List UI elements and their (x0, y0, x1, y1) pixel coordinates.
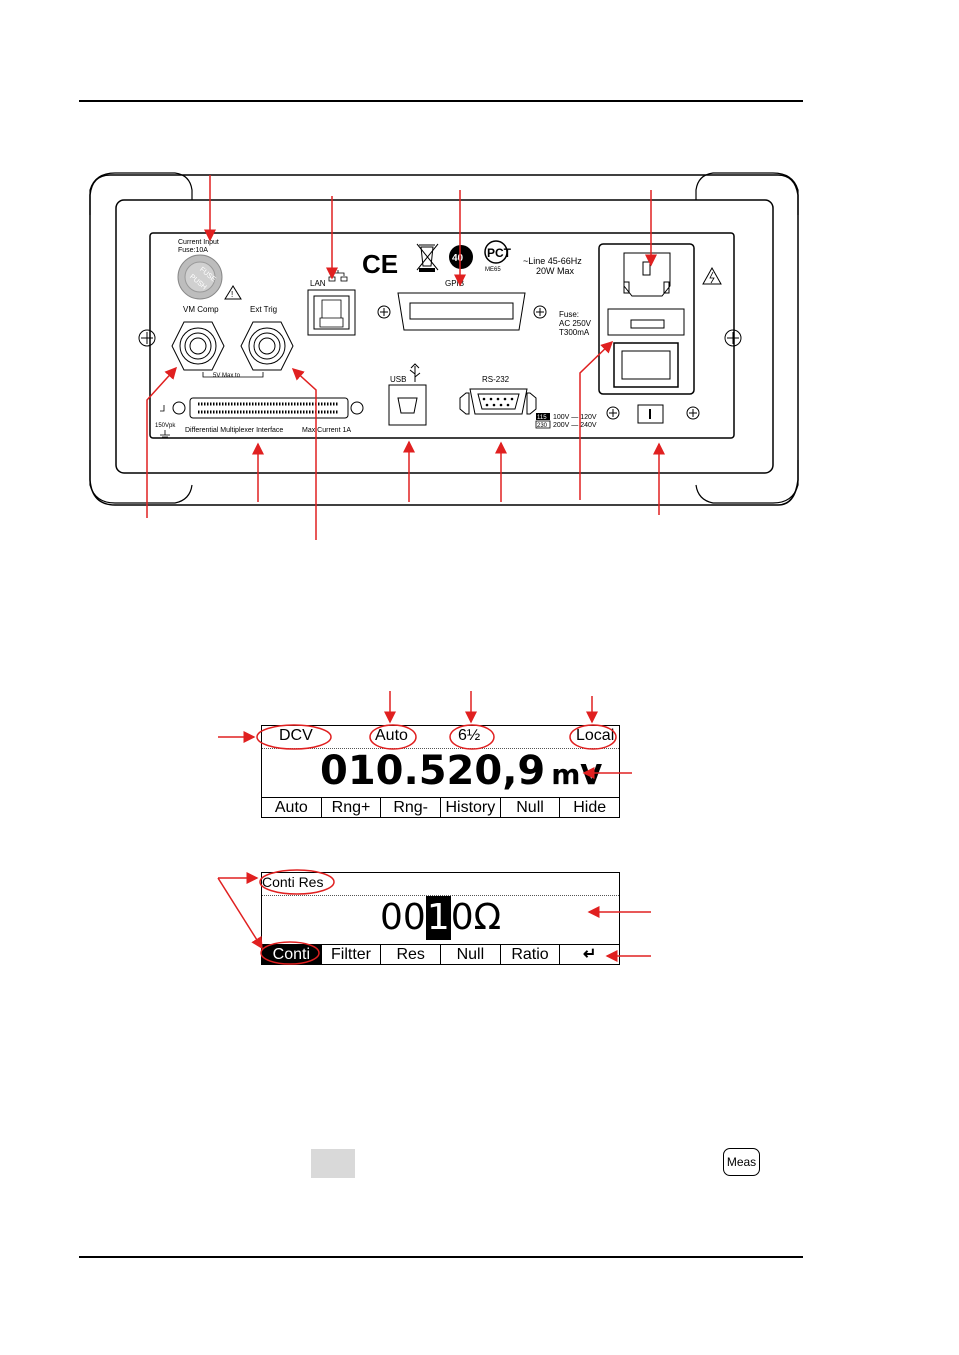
rs232-label: RS-232 (482, 375, 510, 384)
screw-right-icon (724, 329, 742, 347)
screw-gpib-left-icon (377, 305, 391, 319)
usb-symbol-icon (409, 363, 421, 382)
ext-trig-label: Ext Trig (250, 305, 277, 314)
svg-text:!: ! (231, 290, 233, 299)
rear-panel-illustration: Current Input Fuse:10A FUSE PUSH ! VM Co… (89, 172, 799, 540)
digit-cursor: 1 (425, 896, 451, 940)
bumper-top-left (89, 172, 193, 215)
softkey-null[interactable]: Null (499, 797, 560, 817)
softkey-history[interactable]: History (440, 797, 500, 817)
max-current-label: Max Current 1A (302, 427, 351, 434)
lan-label: LAN (310, 279, 326, 288)
title-indicator: Conti Res (262, 874, 324, 890)
main-reading: 0010Ω (380, 896, 502, 940)
gpib-label: GPIB (445, 279, 464, 288)
screw-mux-right-icon (350, 401, 364, 415)
bumper-bottom-right (695, 460, 799, 504)
diff-mux-label: Differential Multiplexer Interface (185, 427, 283, 434)
power-label: 20W Max (536, 266, 575, 276)
weee-bin-icon (416, 243, 439, 272)
grey-key-highlight (311, 1149, 355, 1178)
fuse-rating-2: T300mA (559, 328, 590, 337)
screw-gpib-right-icon (533, 305, 547, 319)
ground-icon (160, 430, 170, 438)
svg-text:115: 115 (537, 415, 547, 421)
softkey-return-icon[interactable]: ↵ (559, 944, 620, 964)
bumper-top-right (695, 172, 799, 215)
footer-rule (79, 1256, 803, 1258)
pct-mark-icon: PCT ME65 (484, 240, 512, 273)
hazard-triangle-icon (702, 266, 722, 285)
unit-label: mV (551, 758, 603, 791)
usb-port (388, 384, 427, 426)
meas-key[interactable]: Meas (723, 1148, 760, 1176)
panel-callouts (146, 175, 665, 540)
multiplexer-connector (189, 397, 349, 419)
softkey-rng-plus[interactable]: Rng+ (320, 797, 381, 817)
resolution-indicator: 6½ (458, 727, 481, 744)
svg-text:40: 40 (452, 253, 464, 264)
usb-label: USB (390, 375, 406, 384)
status-bar: DCV Auto 6½ Local (262, 726, 619, 749)
vm-comp-label: VM Comp (183, 305, 219, 314)
ce-mark: CE (362, 249, 398, 279)
volt-range-1: 100V — 120V (553, 414, 597, 421)
screw-left-icon (138, 329, 156, 347)
volt-range-2: 200V — 240V (553, 422, 597, 429)
screw-power-left-icon (606, 406, 620, 420)
svg-text:ME65: ME65 (485, 267, 501, 273)
softkey-auto[interactable]: Auto (262, 797, 321, 817)
eco-40-icon: 40 (449, 245, 473, 269)
softkey-null[interactable]: Null (440, 944, 500, 964)
softkey-res[interactable]: Res (380, 944, 441, 964)
callout-ext-trig (291, 367, 317, 540)
rs232-port (469, 388, 528, 415)
screw-mux-left-icon (172, 401, 186, 415)
softkey-rng-minus[interactable]: Rng- (380, 797, 441, 817)
power-switch (613, 342, 679, 388)
fuse-10a-label: Fuse:10A (178, 247, 208, 254)
power-module (598, 243, 695, 395)
vpk-label: 150Vpk (155, 423, 176, 429)
svg-text:230: 230 (537, 423, 548, 429)
bumper-bottom-left (89, 460, 193, 504)
current-input-label: Current Input (178, 239, 219, 246)
softkey-bar: Auto Rng+ Rng- History Null Hide (262, 797, 620, 817)
fuse-rating-1: AC 250V (559, 319, 592, 328)
inner-frame (115, 199, 774, 474)
gpib-port (397, 292, 526, 331)
softkey-conti[interactable]: Conti (262, 944, 321, 964)
softkey-hide[interactable]: Hide (559, 797, 620, 817)
fuse-drawer (607, 308, 685, 336)
connector-plate (149, 232, 735, 439)
status-bar: Conti Res (262, 873, 619, 896)
screw-power-right-icon (686, 406, 700, 420)
header-rule (79, 100, 803, 102)
voltage-selector-switch (637, 404, 664, 424)
mode-indicator: Local (576, 727, 615, 744)
line-freq-label: ~Line 45-66Hz (523, 256, 582, 266)
softkey-bar: Conti Filtter Res Null Ratio ↵ (262, 944, 620, 964)
range-indicator: Auto (375, 727, 408, 744)
svg-text:PCT: PCT (487, 246, 512, 260)
callout-vm-comp (146, 366, 178, 518)
lan-port (307, 289, 356, 336)
ext-trig-bnc (240, 321, 294, 371)
five-v-max-label: 5V Max to (213, 373, 241, 379)
function-indicator: DCV (279, 727, 313, 744)
warning-triangle-icon (224, 285, 242, 300)
fuse-label: Fuse: (559, 310, 579, 319)
softkey-ratio[interactable]: Ratio (499, 944, 560, 964)
callout-fuse-drawer (579, 340, 614, 500)
vm-comp-bnc (171, 321, 225, 371)
softkey-filtter[interactable]: Filtter (320, 944, 381, 964)
chassis-outline (89, 174, 799, 506)
display-continuity: Conti Res 0010Ω Conti Filtter Res Null R… (261, 872, 620, 965)
